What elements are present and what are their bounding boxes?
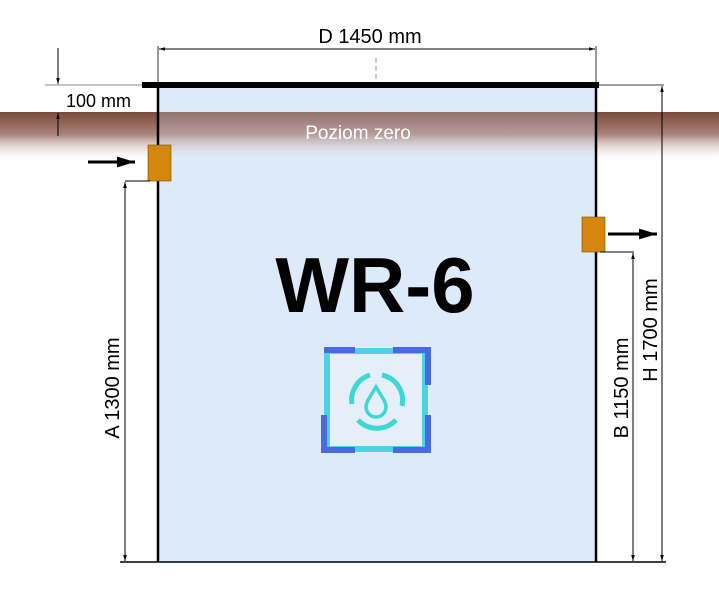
- diameter-label: D 1450 mm: [318, 26, 421, 48]
- outlet-height-label: B 1150 mm: [611, 338, 633, 439]
- ground-level-label: Poziom zero: [305, 123, 411, 144]
- inlet-pipe: [147, 144, 172, 182]
- tank-body: [158, 85, 596, 562]
- lid-offset-label: 100 mm: [66, 91, 131, 111]
- total-height-label: H 1700 mm: [640, 278, 662, 381]
- tank-lid: [142, 82, 599, 88]
- water-recycle-icon: [321, 347, 431, 453]
- outlet-pipe: [581, 216, 606, 253]
- model-title: WR-6: [275, 241, 474, 329]
- inlet-height-label: A 1300 mm: [102, 337, 124, 438]
- ground-band: [0, 112, 719, 162]
